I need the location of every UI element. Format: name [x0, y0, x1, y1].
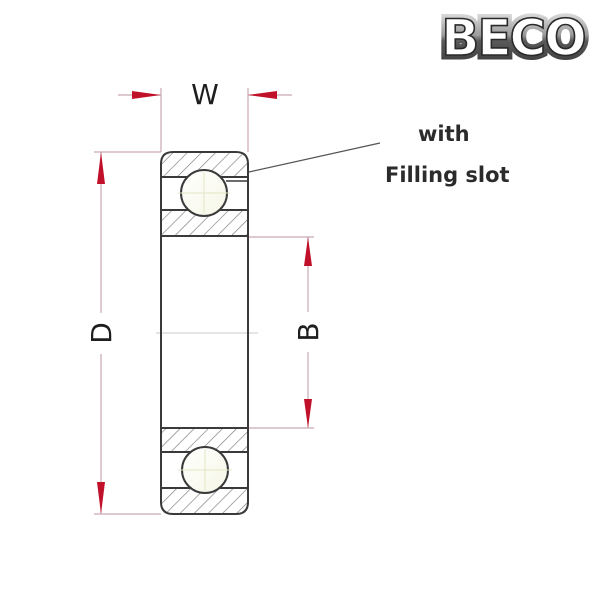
width-label: W [191, 78, 219, 111]
upper-outer-race [160, 151, 249, 178]
width-dimension: W [118, 78, 292, 152]
lower-outer-race [160, 487, 249, 515]
logo-text: BECO [441, 9, 584, 64]
arrow-icon [132, 91, 161, 99]
arrow-icon [304, 237, 312, 266]
arrow-icon [304, 399, 312, 428]
arrow-icon [97, 152, 105, 184]
arrow-icon [97, 482, 105, 514]
bore-label: B [292, 322, 325, 341]
bearing-cross-section [160, 151, 249, 515]
beco-logo: BECO BECO [437, 8, 591, 64]
annotation-filling-slot: Filling slot [385, 163, 510, 187]
logo-text-outline: BECO [441, 9, 584, 64]
leader-line [248, 142, 381, 173]
bore-dimension: B [248, 236, 325, 429]
annotation-with: with [418, 122, 470, 146]
outer-diameter-dimension: D [85, 151, 161, 515]
outer-diameter-label: D [85, 322, 118, 344]
arrow-icon [248, 91, 277, 99]
